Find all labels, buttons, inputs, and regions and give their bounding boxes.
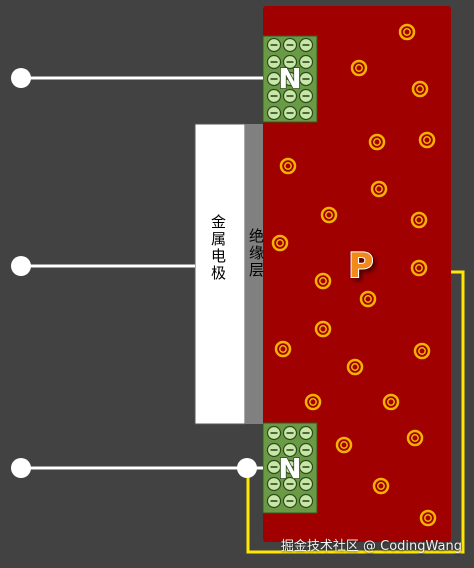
electron [266, 459, 282, 475]
electrons-bottom [266, 425, 314, 509]
electron [266, 54, 282, 70]
electron [266, 425, 282, 441]
electron [266, 476, 282, 492]
watermark: 掘金技术社区 @ CodingWang [280, 539, 462, 554]
electron [266, 88, 282, 104]
hole-carrier [279, 157, 297, 175]
hole-carrier [419, 509, 437, 527]
electron [266, 37, 282, 53]
hole-carrier [346, 358, 364, 376]
hole-carrier [368, 133, 386, 151]
hole-carrier [410, 259, 428, 277]
hole-carriers [271, 23, 437, 527]
electron [298, 88, 314, 104]
electron [282, 54, 298, 70]
drain-terminal [11, 458, 263, 478]
hole-carrier [271, 234, 289, 252]
electron [266, 442, 282, 458]
electron [298, 476, 314, 492]
electron [298, 71, 314, 87]
hole-carrier [304, 393, 322, 411]
electron [298, 105, 314, 121]
electron [282, 37, 298, 53]
hole-carrier [418, 131, 436, 149]
yellow-wire [246, 270, 465, 554]
n-region-top-label: N [278, 62, 301, 95]
gate-terminal [11, 256, 195, 276]
p-region-label: P [349, 246, 374, 286]
electron [298, 493, 314, 509]
electron [282, 71, 298, 87]
metal-electrode-label: 金属电极 [209, 214, 227, 282]
hole-carrier [274, 340, 292, 358]
hole-carrier [372, 477, 390, 495]
hole-carrier [370, 180, 388, 198]
electron [282, 459, 298, 475]
hole-carrier [314, 320, 332, 338]
n-region-top: N [262, 35, 318, 123]
source-terminal [11, 68, 263, 88]
hole-carrier [350, 59, 368, 77]
electron [282, 425, 298, 441]
hole-carrier [359, 290, 377, 308]
hole-carrier [406, 429, 424, 447]
electrons-top [266, 37, 314, 121]
insulation-layer [245, 124, 263, 424]
electron [266, 493, 282, 509]
n-region-bottom-label: N [278, 452, 301, 485]
metal-electrode [194, 123, 246, 425]
electron [282, 476, 298, 492]
electron [266, 71, 282, 87]
electron [282, 442, 298, 458]
electron [282, 105, 298, 121]
electron [282, 493, 298, 509]
electron [266, 105, 282, 121]
hole-carrier [320, 206, 338, 224]
electron [298, 37, 314, 53]
hole-carrier [413, 342, 431, 360]
electron [282, 88, 298, 104]
hole-carrier [411, 80, 429, 98]
hole-carrier [382, 393, 400, 411]
electron [298, 459, 314, 475]
electron [298, 54, 314, 70]
n-region-bottom: N [262, 422, 318, 514]
electron [298, 425, 314, 441]
insulation-layer-label: 绝缘层 [247, 228, 265, 279]
hole-carrier [410, 211, 428, 229]
hole-carrier [335, 436, 353, 454]
electron [298, 442, 314, 458]
hole-carrier [314, 272, 332, 290]
hole-carrier [398, 23, 416, 41]
